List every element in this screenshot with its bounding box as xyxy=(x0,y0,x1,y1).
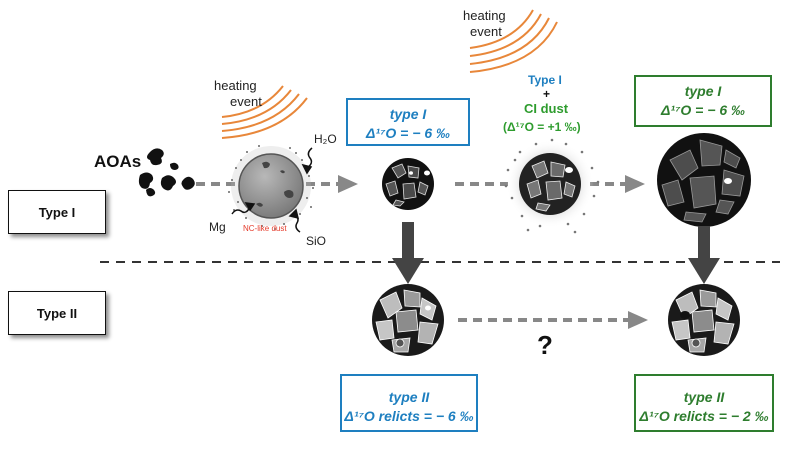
down-arrow-right xyxy=(688,226,720,284)
mix-plus-label: + xyxy=(543,87,551,101)
arrowhead xyxy=(338,175,358,193)
dusty-type-i-ci-chondrule xyxy=(506,140,594,228)
arrowhead xyxy=(625,175,645,193)
info-box-value: Δ¹⁷O = − 6 ‰ xyxy=(660,102,745,118)
info-box-title: type II xyxy=(683,389,725,405)
heating-arcs-1 xyxy=(221,85,308,139)
info-box-value: Δ¹⁷O relicts = − 6 ‰ xyxy=(344,408,474,424)
bottom-row-arrow xyxy=(458,311,648,329)
info-box-title: type I xyxy=(389,106,427,122)
info-box-type-ii-green: type II Δ¹⁷O relicts = − 2 ‰ xyxy=(634,374,774,432)
row-label-type-ii: Type II xyxy=(8,291,106,335)
nc-dust-label: NC-like dust xyxy=(243,224,287,233)
down-arrow-left xyxy=(392,222,424,284)
row-label-type-i: Type I xyxy=(8,190,106,234)
info-box-type-ii-blue: type II Δ¹⁷O relicts = − 6 ‰ xyxy=(340,374,478,432)
heating-event-label-1b: event xyxy=(230,94,262,109)
sio-wavy-arrow xyxy=(288,208,301,233)
info-box-title: type I xyxy=(684,83,722,99)
sio-label: SiO xyxy=(306,234,327,248)
info-box-type-i-blue: type I Δ¹⁷O = − 6 ‰ xyxy=(346,98,470,146)
info-box-type-i-green: type I Δ¹⁷O = − 6 ‰ xyxy=(634,75,772,127)
type-ii-chondrule-left xyxy=(372,284,444,356)
heating-event-label-1a: heating xyxy=(214,78,257,93)
info-box-value: Δ¹⁷O = − 6 ‰ xyxy=(365,125,450,141)
dust-speckles-1 xyxy=(228,145,314,230)
h2o-wavy-arrow xyxy=(301,147,313,175)
mix-delta-label: (Δ¹⁷O = +1 ‰) xyxy=(503,120,581,134)
mix-type-i-label: Type I xyxy=(528,73,562,87)
mg-wavy-arrow xyxy=(231,202,256,215)
mix-ci-dust-label: CI dust xyxy=(524,101,569,116)
info-box-title: type II xyxy=(388,389,430,405)
large-type-i-chondrule xyxy=(657,133,751,227)
question-mark: ? xyxy=(537,330,553,360)
info-box-value: Δ¹⁷O relicts = − 2 ‰ xyxy=(639,408,769,424)
type-ii-chondrule-right xyxy=(668,284,740,356)
aoa-blobs xyxy=(138,148,195,197)
heating-event-label-2b: event xyxy=(470,24,502,39)
heating-arcs-2 xyxy=(469,9,558,73)
h2o-label: H₂O xyxy=(314,132,337,146)
heating-event-label-2a: heating xyxy=(463,8,506,23)
aoas-label: AOAs xyxy=(94,152,142,171)
dust-speckles-2 xyxy=(504,138,600,234)
mg-label: Mg xyxy=(209,220,226,234)
small-type-i-chondrule xyxy=(382,158,434,210)
